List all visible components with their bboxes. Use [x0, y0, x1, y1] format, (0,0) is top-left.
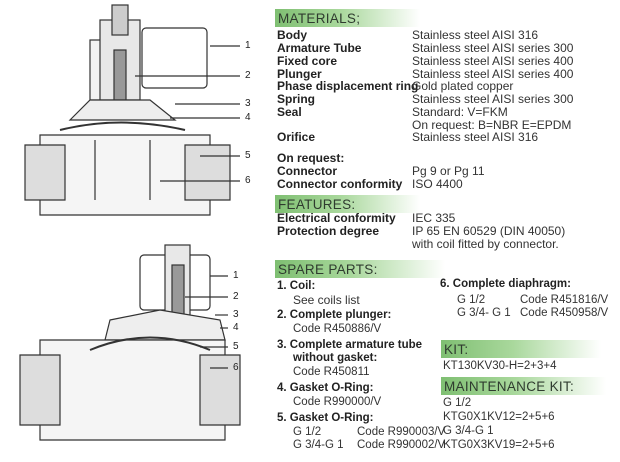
spare-part-title: 3. Complete armature tube — [277, 339, 423, 351]
material-label: Fixed core — [277, 54, 338, 68]
valve-section-drawing-bottom — [19, 244, 241, 441]
feature-value: IEC 335 — [412, 211, 456, 225]
spare-part-title: 2. Complete plunger: — [277, 309, 392, 321]
spare-part-code: Code R450958/V — [520, 307, 609, 319]
callout-3: 3 — [245, 98, 251, 109]
material-value: Stainless steel AISI series 400 — [412, 54, 574, 68]
feature-value: IP 65 EN 60529 (DIN 40050) — [412, 224, 566, 238]
maintenance-code: KTG0X3KV19=2+5+6 — [443, 439, 555, 451]
material-value: Pg 9 or Pg 11 — [412, 164, 485, 178]
maintenance-code: KTG0X1KV12=2+5+6 — [443, 411, 555, 423]
feature-label: Protection degree — [277, 224, 380, 238]
material-label: Connector conformity — [277, 177, 403, 191]
spare-part-size: G 1/2 — [457, 294, 486, 306]
material-value: Standard: V=FKM — [412, 105, 508, 119]
spare-part-title: 1. Coil: — [277, 280, 316, 292]
callout-2: 2 — [233, 291, 239, 302]
material-value: Gold plated copper — [412, 79, 514, 93]
callout-2: 2 — [245, 70, 251, 81]
spare-part-code: Code R450886/V — [293, 323, 382, 335]
spare-parts-header: SPARE PARTS: — [275, 260, 445, 278]
materials-header: MATERIALS; — [275, 9, 420, 27]
material-value: Stainless steel AISI series 300 — [412, 92, 574, 106]
maintenance-size: G 1/2 — [443, 397, 472, 409]
kit-code: KT130KV30-H=2+3+4 — [443, 360, 557, 372]
material-label: Connector — [277, 164, 337, 178]
spare-part-title: 6. Complete diaphragm: — [440, 278, 571, 290]
kit-header: KIT: — [441, 340, 601, 358]
spare-part-code: Code R990000/V — [293, 396, 382, 408]
material-value: Stainless steel AISI 316 — [412, 130, 539, 144]
material-value: Stainless steel AISI 316 — [412, 28, 539, 42]
maintenance-kit-header: MAINTENANCE KIT: — [441, 377, 606, 395]
callout-1: 1 — [233, 270, 239, 281]
material-label: Plunger — [277, 67, 322, 81]
maintenance-size: G 3/4-G 1 — [443, 425, 494, 437]
feature-label: Electrical conformity — [277, 211, 396, 225]
spare-part-title: 4. Gasket O-Ring: — [277, 382, 374, 394]
callout-5: 5 — [245, 150, 251, 161]
material-label: Body — [277, 28, 307, 42]
spare-part-code: Code R990003/V — [357, 426, 446, 438]
callout-3: 3 — [233, 309, 239, 320]
material-label: Phase displacement ring — [277, 79, 419, 93]
material-value: Stainless steel AISI series 400 — [412, 67, 574, 81]
callout-5: 5 — [233, 341, 239, 352]
spare-part-code: See coils list — [293, 293, 360, 307]
spare-part-title: without gasket: — [293, 352, 378, 364]
callout-1: 1 — [245, 40, 251, 51]
callout-6: 6 — [233, 362, 239, 373]
spare-part-size: G 1/2 — [293, 426, 322, 438]
spare-part-title: 5. Gasket O-Ring: — [277, 412, 374, 424]
valve-section-drawing-top — [24, 4, 240, 216]
material-value: Stainless steel AISI series 300 — [412, 41, 574, 55]
material-value: On request: B=NBR E=EPDM — [412, 118, 572, 132]
on-request-label: On request: — [277, 151, 345, 165]
spare-part-size: G 3/4-G 1 — [293, 439, 344, 451]
material-label: Armature Tube — [277, 41, 362, 55]
callout-6: 6 — [245, 175, 251, 186]
spare-part-code: Code R450811 — [293, 366, 370, 378]
spare-part-size: G 3/4- G 1 — [457, 307, 511, 319]
spare-part-code: Code R451816/V — [520, 294, 609, 306]
callout-4: 4 — [233, 322, 239, 333]
feature-value: with coil fitted by connector. — [412, 237, 559, 251]
material-label: Seal — [277, 105, 302, 119]
material-value: ISO 4400 — [412, 177, 463, 191]
material-label: Spring — [277, 92, 315, 106]
material-label: Orifice — [277, 130, 316, 144]
spare-part-code: Code R990002/V — [357, 439, 446, 451]
callout-4: 4 — [245, 112, 251, 123]
features-header: FEATURES: — [275, 195, 420, 213]
